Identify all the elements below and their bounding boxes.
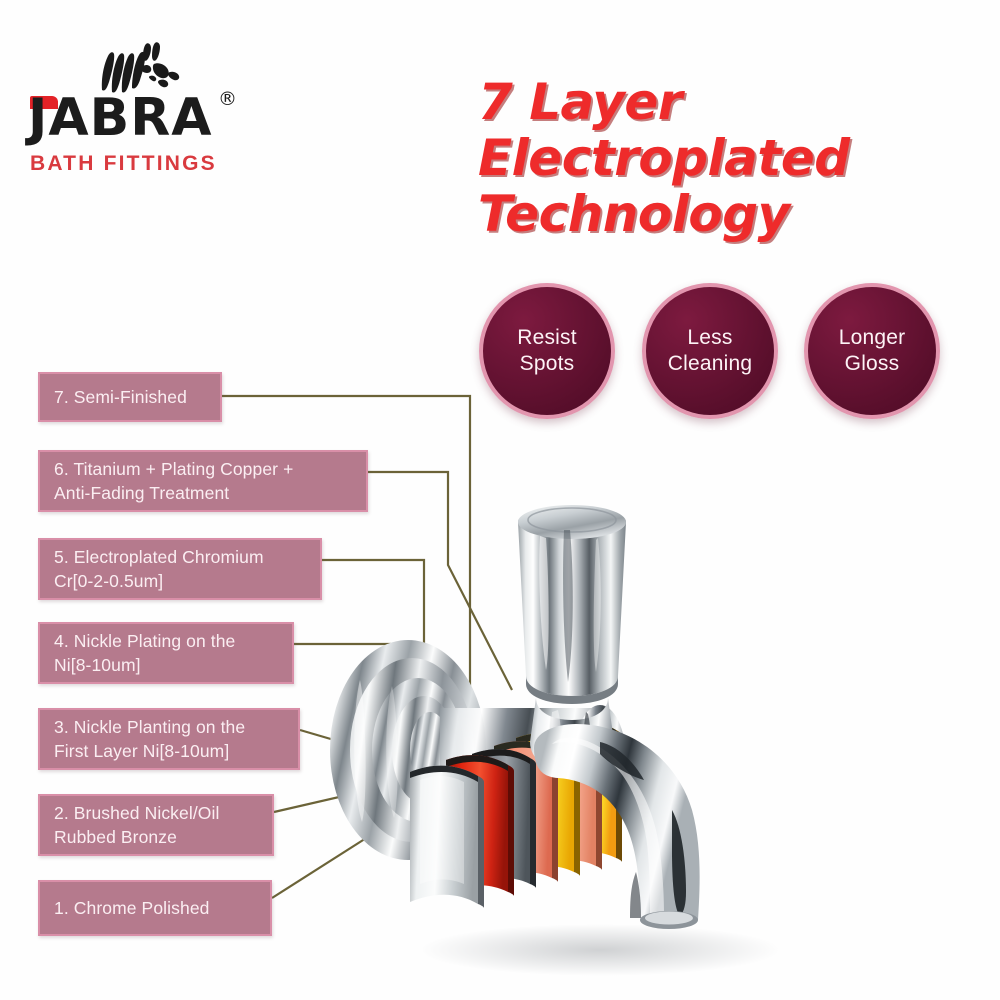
badge-longer-gloss: Longer Gloss: [804, 283, 940, 419]
wall-flange: [330, 640, 486, 860]
spout: [534, 724, 700, 929]
layer-plate-stack: [410, 721, 622, 908]
logo-accent-bar: [30, 96, 58, 109]
logo-wordmark: JABRA: [28, 88, 213, 148]
layer-label-5: 5. Electroplated Chromium Cr[0-2-0.5um]: [38, 538, 322, 600]
ground-shadow: [420, 924, 780, 976]
layer-label-text: 4. Nickle Plating on the Ni[8-10um]: [54, 630, 236, 675]
page-title: 7 Layer Electroplated Technology: [478, 74, 978, 242]
badge-label: Less Cleaning: [667, 326, 753, 375]
registered-trademark-icon: ®: [218, 88, 237, 110]
connector-line-7: [222, 394, 472, 690]
zebra-head-icon: [101, 42, 180, 93]
layer-label-text: 7. Semi-Finished: [54, 386, 187, 407]
layer-label-text: 6. Titanium + Plating Copper + Anti-Fadi…: [54, 458, 294, 503]
faucet-illustration: [330, 505, 780, 976]
layer-label-text: 2. Brushed Nickel/Oil Rubbed Bronze: [54, 802, 220, 847]
layer-plate-1: [410, 765, 484, 908]
layer-label-4: 4. Nickle Plating on the Ni[8-10um]: [38, 622, 294, 684]
layer-label-text: 5. Electroplated Chromium Cr[0-2-0.5um]: [54, 546, 264, 591]
handle-knob: [518, 505, 626, 704]
layer-label-6: 6. Titanium + Plating Copper + Anti-Fadi…: [38, 450, 368, 512]
badge-label: Resist Spots: [517, 326, 577, 375]
layer-label-text: 1. Chrome Polished: [54, 897, 210, 918]
layer-label-text: 3. Nickle Planting on the First Layer Ni…: [54, 716, 246, 761]
headline-line-2: Electroplated: [478, 129, 850, 187]
logo-tagline: BATH FITTINGS: [30, 152, 217, 175]
headline-line-1: 7 Layer: [478, 73, 682, 131]
layer-label-1: 1. Chrome Polished: [38, 880, 272, 936]
layer-label-7: 7. Semi-Finished: [38, 372, 222, 422]
layer-label-3: 3. Nickle Planting on the First Layer Ni…: [38, 708, 300, 770]
connector-line-6: [368, 470, 513, 691]
headline-line-3: Technology: [478, 185, 790, 243]
badge-label: Longer Gloss: [838, 326, 906, 375]
badge-less-cleaning: Less Cleaning: [642, 283, 778, 419]
badge-resist-spots: Resist Spots: [479, 283, 615, 419]
brand-logo: JABRA ® BATH FITTINGS: [28, 40, 288, 190]
layer-label-2: 2. Brushed Nickel/Oil Rubbed Bronze: [38, 794, 274, 856]
